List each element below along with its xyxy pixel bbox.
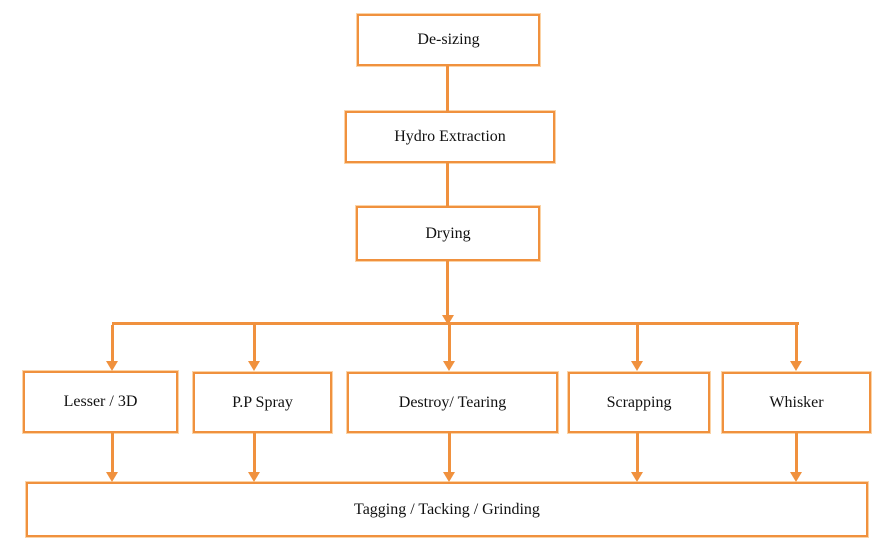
node-destroy-tearing-label: Destroy/ Tearing: [398, 393, 507, 411]
connector-whisker-to-tagging: [795, 433, 798, 472]
connector-branch-to-lesser-3d: [111, 325, 114, 362]
arrowhead-scrapping-to-tagging: [631, 472, 643, 482]
arrowhead-to-lesser-3d: [106, 361, 118, 371]
node-hydro-extraction: Hydro Extraction: [345, 111, 555, 163]
arrowhead-whisker-to-tagging: [790, 472, 802, 482]
arrowhead-to-whisker: [790, 361, 802, 371]
arrowhead-to-destroy-tearing: [443, 361, 455, 371]
connector-branch-to-pp-spray: [253, 325, 256, 362]
node-scrapping: Scrapping: [568, 372, 710, 433]
node-pp-spray: P.P Spray: [193, 372, 332, 433]
node-desizing: De-sizing: [357, 14, 540, 66]
connector-desizing-to-hydro: [446, 66, 449, 111]
node-scrapping-label: Scrapping: [606, 393, 672, 411]
connector-pp-spray-to-tagging: [253, 433, 256, 472]
connector-lesser-3d-to-tagging: [111, 433, 114, 472]
connector-scrapping-to-tagging: [636, 433, 639, 472]
arrowhead-lesser-3d-to-tagging: [106, 472, 118, 482]
node-whisker: Whisker: [722, 372, 871, 433]
connector-destroy-tearing-to-tagging: [448, 433, 451, 472]
connector-branch-to-whisker: [795, 325, 798, 362]
node-whisker-label: Whisker: [769, 393, 824, 411]
connector-branch-to-scrapping: [636, 325, 639, 362]
connector-hydro-to-drying: [446, 163, 449, 206]
node-drying: Drying: [356, 206, 540, 261]
connector-branch-to-destroy-tearing: [448, 325, 451, 362]
node-lesser-3d: Lesser / 3D: [23, 371, 178, 433]
node-pp-spray-label: P.P Spray: [232, 393, 293, 411]
arrowhead-to-pp-spray: [248, 361, 260, 371]
node-destroy-tearing: Destroy/ Tearing: [347, 372, 558, 433]
connector-drying-to-branch-bar: [446, 261, 449, 315]
node-desizing-label: De-sizing: [417, 31, 480, 49]
node-lesser-3d-label: Lesser / 3D: [63, 393, 138, 411]
arrowhead-destroy-tearing-to-tagging: [443, 472, 455, 482]
node-tagging-tacking-grinding: Tagging / Tacking / Grinding: [26, 482, 868, 537]
node-tagging-tacking-grinding-label: Tagging / Tacking / Grinding: [354, 500, 540, 518]
node-hydro-extraction-label: Hydro Extraction: [394, 128, 506, 146]
arrowhead-pp-spray-to-tagging: [248, 472, 260, 482]
arrowhead-drying-to-branch-bar: [442, 315, 454, 325]
branch-distribution-bar: [112, 322, 799, 325]
arrowhead-to-scrapping: [631, 361, 643, 371]
node-drying-label: Drying: [425, 224, 471, 242]
